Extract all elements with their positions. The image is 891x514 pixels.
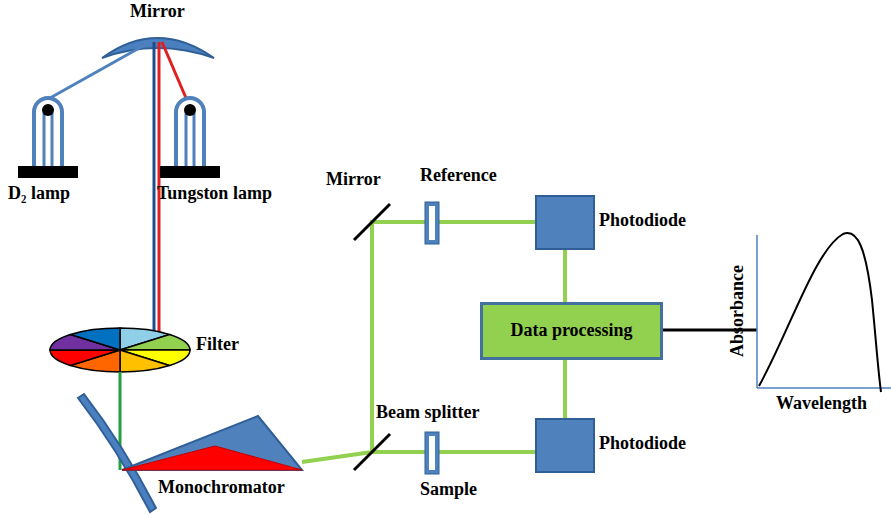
signal-line <box>563 250 567 302</box>
part-label: Tungston lamp <box>157 184 272 204</box>
filter-wheel <box>50 328 190 372</box>
filter-segment <box>71 328 120 350</box>
tungsten-ray <box>162 42 186 98</box>
d2-ray <box>50 42 150 98</box>
beam-splitter <box>354 434 390 470</box>
part-label: Reference <box>420 166 497 186</box>
axis-title: Absorbance <box>728 265 748 357</box>
part-label: Beam splitter <box>376 403 479 423</box>
x-axis <box>757 387 891 389</box>
photodiode-label: Photodiode <box>599 434 686 454</box>
photodiode: Photodiode <box>535 195 595 250</box>
filter-segment <box>50 350 120 366</box>
part-label: Mirror <box>326 170 381 190</box>
sample-beam <box>302 452 535 462</box>
part-label: Monochromator <box>158 478 285 498</box>
reference-cuvette-inner <box>429 206 435 240</box>
tungsten-lamp <box>160 98 220 178</box>
prism-blue <box>122 416 302 470</box>
filter-segment <box>120 350 169 372</box>
process-label: Data processing <box>510 321 632 341</box>
part-label: D₂ lamp <box>8 184 70 204</box>
process-box: Data processing <box>480 302 663 360</box>
curved-mirror <box>78 394 156 512</box>
y-axis <box>756 235 758 388</box>
part-label: Sample <box>420 480 477 500</box>
absorbance-curve <box>759 233 881 392</box>
part-label: Mirror <box>130 2 185 22</box>
part-label: Filter <box>196 335 239 355</box>
reference-cuvette <box>425 202 439 244</box>
blue-beam <box>153 42 156 332</box>
filter-segment <box>120 334 190 350</box>
signal-line <box>563 360 567 418</box>
d2-lamp <box>18 98 78 178</box>
part-label: Wavelength <box>776 394 867 414</box>
fold-mirror <box>354 204 390 240</box>
sample-cuvette <box>425 432 439 474</box>
photodiode-label: Photodiode <box>599 211 686 231</box>
prism-red <box>122 446 302 470</box>
photodiode: Photodiode <box>535 418 595 473</box>
sample-cuvette-inner <box>429 436 435 470</box>
